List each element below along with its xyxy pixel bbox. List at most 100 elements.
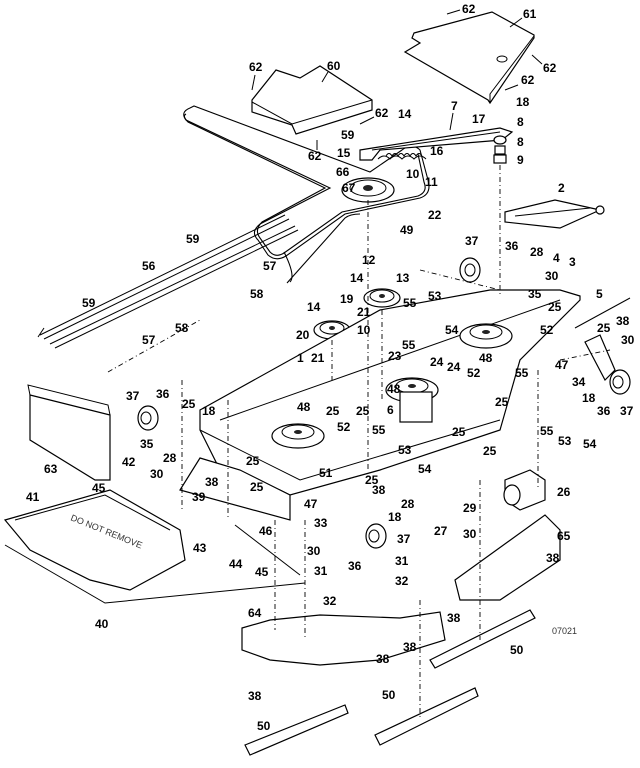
- roller-bottom: [365, 523, 387, 549]
- callout-26: 26: [557, 485, 571, 499]
- callout-25: 25: [356, 404, 370, 418]
- blade-middle: [374, 687, 479, 746]
- callout-10: 10: [357, 323, 371, 337]
- roller-left: [137, 405, 159, 431]
- spindle-pulley-center: [385, 377, 439, 423]
- callout-50: 50: [257, 719, 271, 733]
- callout-8: 8: [517, 135, 524, 149]
- callout-57: 57: [263, 259, 277, 273]
- callout-30: 30: [307, 544, 321, 558]
- callout-37: 37: [465, 234, 479, 248]
- callout-21: 21: [357, 305, 371, 319]
- callout-62: 62: [543, 61, 557, 75]
- callout-7: 7: [451, 99, 458, 113]
- callout-43: 43: [193, 541, 207, 555]
- baffle-65: [454, 514, 561, 601]
- roller-upper: [459, 257, 481, 283]
- callout-38: 38: [616, 314, 630, 328]
- belt-cover-right: [403, 11, 535, 105]
- callout-14: 14: [350, 271, 364, 285]
- callout-20: 20: [296, 328, 310, 342]
- roller-right: [609, 369, 631, 395]
- callout-31: 31: [314, 564, 328, 578]
- callout-29: 29: [463, 501, 477, 515]
- blade-right: [429, 609, 536, 669]
- callout-11: 11: [425, 175, 438, 189]
- callout-8: 8: [517, 115, 524, 129]
- callout-18: 18: [202, 404, 216, 418]
- discharge-chute: [27, 384, 111, 481]
- callout-58: 58: [250, 287, 264, 301]
- callout-38: 38: [205, 475, 219, 489]
- callout-59: 59: [186, 232, 200, 246]
- callout-38: 38: [403, 640, 417, 654]
- spindle-pulley-left: [271, 423, 325, 449]
- callout-62: 62: [521, 73, 535, 87]
- callout-34: 34: [572, 375, 586, 389]
- callout-38: 38: [248, 689, 262, 703]
- callout-54: 54: [418, 462, 432, 476]
- callout-62: 62: [462, 2, 476, 16]
- callout-32: 32: [323, 594, 337, 608]
- callout-33: 33: [314, 516, 328, 530]
- callout-9: 9: [517, 153, 524, 167]
- callout-36: 36: [505, 239, 519, 253]
- callout-54: 54: [583, 437, 597, 451]
- figure-code: 07021: [552, 626, 577, 636]
- callout-25: 25: [365, 473, 379, 487]
- callout-36: 36: [348, 559, 362, 573]
- callout-37: 37: [126, 389, 140, 403]
- callout-46: 46: [259, 524, 273, 538]
- callout-67: 67: [342, 181, 356, 195]
- callout-22: 22: [428, 208, 442, 222]
- callout-53: 53: [428, 289, 442, 303]
- callout-48: 48: [297, 400, 311, 414]
- callout-59: 59: [82, 296, 96, 310]
- callout-30: 30: [621, 333, 635, 347]
- callout-54: 54: [445, 323, 459, 337]
- callout-14: 14: [398, 107, 412, 121]
- callout-2: 2: [558, 181, 565, 195]
- callout-48: 48: [387, 382, 401, 396]
- idler-arm: [359, 127, 514, 164]
- callout-3: 3: [569, 255, 576, 269]
- callout-49: 49: [400, 223, 414, 237]
- callout-32: 32: [395, 574, 409, 588]
- callout-40: 40: [95, 617, 109, 631]
- callout-55: 55: [402, 338, 416, 352]
- callout-41: 41: [26, 490, 40, 504]
- callout-52: 52: [467, 366, 481, 380]
- callout-52: 52: [337, 420, 351, 434]
- callout-28: 28: [163, 451, 177, 465]
- callout-25: 25: [326, 404, 340, 418]
- roller-26: [503, 469, 546, 511]
- callout-25: 25: [246, 454, 260, 468]
- callout-62: 62: [308, 149, 322, 163]
- callout-27: 27: [434, 524, 448, 538]
- callout-37: 37: [620, 404, 634, 418]
- callout-50: 50: [382, 688, 396, 702]
- callout-51: 51: [319, 466, 333, 480]
- callout-44: 44: [229, 557, 243, 571]
- spindle-pulley-right: [459, 323, 513, 349]
- rod-44: [234, 524, 301, 576]
- callout-31: 31: [395, 554, 409, 568]
- callout-61: 61: [523, 7, 537, 21]
- callout-58: 58: [175, 321, 189, 335]
- callout-30: 30: [150, 467, 164, 481]
- callout-13: 13: [396, 271, 410, 285]
- callout-25: 25: [250, 480, 264, 494]
- callouts: 62 61 62 62 60 62 62 62 14 7 18 17 8 8 9…: [26, 2, 635, 733]
- callout-24: 24: [430, 355, 444, 369]
- callout-35: 35: [528, 287, 542, 301]
- callout-6: 6: [387, 403, 394, 417]
- callout-53: 53: [398, 443, 412, 457]
- callout-38: 38: [372, 483, 386, 497]
- callout-66: 66: [336, 165, 350, 179]
- callout-1: 1: [297, 351, 304, 365]
- callout-4: 4: [553, 251, 560, 265]
- baffle-64: [241, 611, 446, 666]
- callout-38: 38: [376, 652, 390, 666]
- callout-36: 36: [156, 387, 170, 401]
- callout-18: 18: [582, 391, 596, 405]
